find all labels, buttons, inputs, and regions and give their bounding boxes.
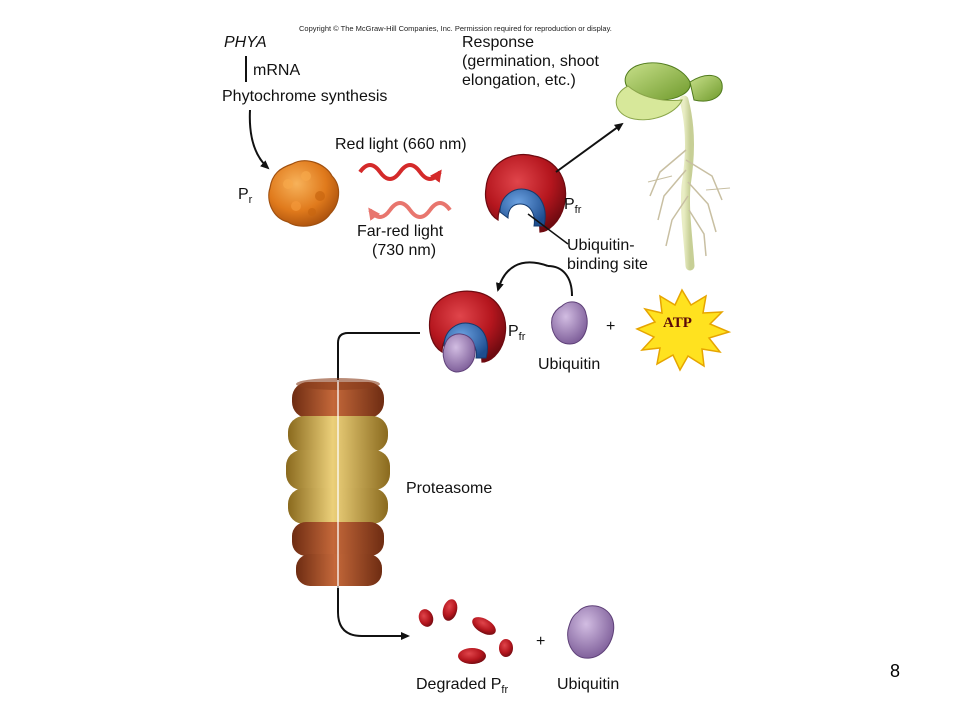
pr-molecule xyxy=(268,160,340,227)
label-pfr-mid-sub: fr xyxy=(518,331,526,343)
seedling-image xyxy=(615,62,731,271)
ubiquitin-join-curve xyxy=(547,265,573,297)
label-pfr-mid: Pfr xyxy=(508,322,525,343)
label-pfr-top: Pfr xyxy=(564,195,581,216)
label-phya: PHYA xyxy=(224,34,267,51)
label-pfr-mid-main: P xyxy=(508,323,519,340)
label-mrna: mRNA xyxy=(253,62,301,79)
label-ubiquitin-binding-2: binding site xyxy=(567,256,648,273)
label-degraded-sub: fr xyxy=(501,684,509,696)
label-response-2: (germination, shoot xyxy=(462,53,599,70)
ubiquitin-molecule-mid xyxy=(551,301,588,345)
pfr-molecule-top xyxy=(484,154,566,233)
binding-site-pointer xyxy=(527,213,569,245)
copyright-notice: Copyright © The McGraw-Hill Companies, I… xyxy=(299,24,612,33)
label-pr-main: P xyxy=(238,186,249,203)
pfr-ubiquitin-complex xyxy=(428,290,507,373)
label-phytochrome-synthesis: Phytochrome synthesis xyxy=(222,88,388,105)
label-ubiquitin-bottom: Ubiquitin xyxy=(557,676,620,693)
label-farred-2: (730 nm) xyxy=(372,242,437,259)
synthesis-to-pr-arrow xyxy=(248,109,270,170)
degraded-fragments xyxy=(418,599,513,664)
label-red-light: Red light (660 nm) xyxy=(335,136,467,153)
proteasome-image xyxy=(286,378,390,588)
red-light-wave xyxy=(358,163,442,183)
pfr-to-complex-arrow xyxy=(495,261,549,292)
label-ubiquitin-mid: Ubiquitin xyxy=(538,356,601,373)
label-proteasome: Proteasome xyxy=(406,480,493,497)
ubiquitin-molecule-bottom xyxy=(567,605,615,659)
label-ubiquitin-binding-1: Ubiquitin- xyxy=(567,237,635,254)
page-number: 8 xyxy=(890,661,901,681)
farred-light-wave xyxy=(368,201,452,221)
label-farred-1: Far-red light xyxy=(357,223,444,240)
label-response-3: elongation, etc.) xyxy=(462,72,576,89)
label-atp: ATP xyxy=(663,315,692,331)
atp-starburst xyxy=(635,288,732,372)
label-degraded-main: Degraded P xyxy=(416,676,502,693)
label-plus-bottom: + xyxy=(536,633,546,650)
label-degraded-pfr: Degraded Pfr xyxy=(416,675,508,696)
pfr-to-response-arrow xyxy=(555,122,624,173)
label-pr-sub: r xyxy=(248,194,253,206)
label-pfr-top-main: P xyxy=(564,196,575,213)
label-response-1: Response xyxy=(462,34,535,51)
label-pr: Pr xyxy=(238,185,252,206)
label-plus-mid: + xyxy=(606,318,616,335)
label-pfr-top-sub: fr xyxy=(574,204,582,216)
